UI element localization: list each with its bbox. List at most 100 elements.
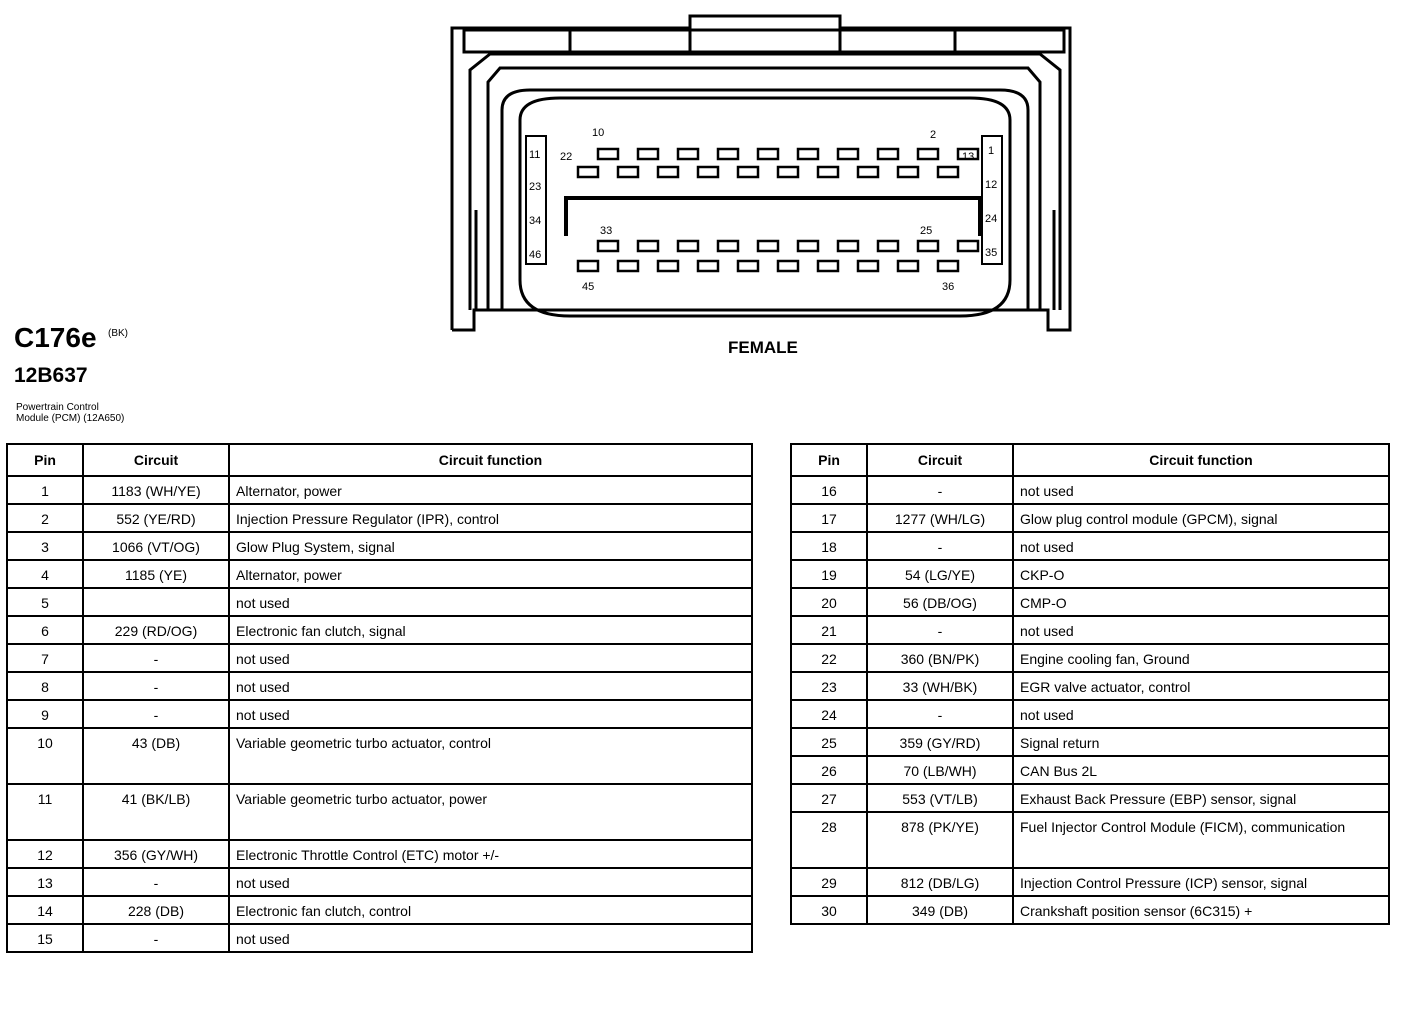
circuit-cell: 43 (DB) [82,727,230,785]
view-label: FEMALE [728,338,798,357]
circuit-cell: - [866,475,1014,505]
pin-cavity [576,165,600,179]
pin-label-45: 45 [582,281,594,293]
pin-cell: 20 [790,587,868,617]
circuit-cell: 812 (DB/LG) [866,867,1014,897]
circuit-cell: 41 (BK/LB) [82,783,230,841]
pin-cavity [836,239,860,253]
header-function: Circuit function [228,443,753,477]
connector-id: C176e [14,322,97,353]
pin-cell: 6 [6,615,84,645]
table-header-row: Pin Circuit Circuit function [790,443,1390,477]
function-cell: Injection Pressure Regulator (IPR), cont… [228,503,753,533]
pin-cavity [876,147,900,161]
pin-label-25: 25 [920,225,932,237]
pin-cell: 16 [790,475,868,505]
table-row: 8-not used [6,671,753,701]
pin-cell: 11 [6,783,84,841]
pin-cell: 25 [790,727,868,757]
table-row: 16-not used [790,475,1390,505]
pin-cell: 28 [790,811,868,869]
circuit-cell: 878 (PK/YE) [866,811,1014,869]
description-line: Module (PCM) (12A650) [16,413,125,424]
connector-inner-shroud [500,88,1030,310]
pin-cavity [936,165,960,179]
pin-cavity [716,239,740,253]
function-cell: Fuel Injector Control Module (FICM), com… [1012,811,1390,869]
function-cell: not used [228,671,753,701]
pin-label-13: 13 [962,151,974,163]
pin-cavity [616,165,640,179]
function-cell: Glow plug control module (GPCM), signal [1012,503,1390,533]
header-circuit: Circuit [866,443,1014,477]
pin-label-12: 12 [985,179,997,191]
part-number: 12B637 [14,364,88,387]
function-cell: not used [228,867,753,897]
pin-label-46: 46 [529,249,541,261]
circuit-cell: 1066 (VT/OG) [82,531,230,561]
pin-cavity [596,147,620,161]
circuit-cell: 349 (DB) [866,895,1014,925]
pin-table-right: Pin Circuit Circuit function 16-not used… [790,443,1390,925]
function-cell: Exhaust Back Pressure (EBP) sensor, sign… [1012,783,1390,813]
pin-label-23: 23 [529,181,541,193]
pin-cavity [876,239,900,253]
circuit-cell: 552 (YE/RD) [82,503,230,533]
function-cell: CMP-O [1012,587,1390,617]
header-pin: Pin [790,443,868,477]
circuit-cell [82,587,230,617]
table-row: 9-not used [6,699,753,729]
connector-face-diagram: 10 2 22 13 33 25 45 36 11 23 34 46 1 12 … [450,14,1072,332]
pin-label-2: 2 [930,129,936,141]
pin-cell: 12 [6,839,84,869]
table-row: 15-not used [6,923,753,953]
table-row: 7-not used [6,643,753,673]
function-cell: Electronic Throttle Control (ETC) motor … [228,839,753,869]
pin-cavity [776,165,800,179]
pin-label-10: 10 [592,127,604,139]
pin-cell: 19 [790,559,868,589]
pin-cavity [736,259,760,273]
pin-cavity [716,147,740,161]
description-line: Powertrain Control [16,402,99,413]
function-cell: Glow Plug System, signal [228,531,753,561]
function-cell: CAN Bus 2L [1012,755,1390,785]
pin-label-36: 36 [942,281,954,293]
function-cell: Crankshaft position sensor (6C315) + [1012,895,1390,925]
circuit-cell: - [82,699,230,729]
connector-cavity [518,96,1012,318]
connector-description: Powertrain Control Module (PCM) (12A650) [16,402,216,424]
circuit-cell: - [866,531,1014,561]
pin-cavity [816,165,840,179]
circuit-cell: - [866,699,1014,729]
circuit-cell: 54 (LG/YE) [866,559,1014,589]
header-pin: Pin [6,443,84,477]
function-cell: not used [1012,531,1390,561]
pin-cavity [636,239,660,253]
pin-cell: 21 [790,615,868,645]
pin-cavity [796,239,820,253]
table-row: 18-not used [790,531,1390,561]
pin-cell: 22 [790,643,868,673]
function-cell: Electronic fan clutch, signal [228,615,753,645]
pin-cavity [736,165,760,179]
circuit-cell: - [82,923,230,953]
pin-cell: 10 [6,727,84,785]
pin-cavity [656,165,680,179]
pin-cavity [956,147,980,161]
table-row: 13-not used [6,867,753,897]
pin-cavity [956,239,980,253]
